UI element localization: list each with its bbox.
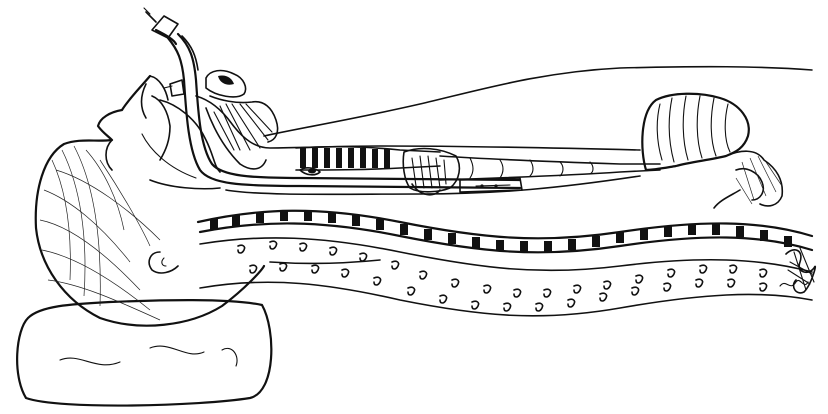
head [36,76,264,326]
vertebrae [210,210,792,252]
esophagus [440,156,660,180]
pillow [17,300,271,405]
intestine [714,151,782,208]
oral-cavity [142,84,221,189]
spinal-canal [200,238,812,316]
spine [198,210,812,252]
hair-hatching [40,146,160,320]
larynx-detail [206,71,278,169]
torso-outline [264,67,812,264]
endotracheal-tube [144,8,522,192]
trachea [296,147,440,170]
stomach [642,94,748,170]
